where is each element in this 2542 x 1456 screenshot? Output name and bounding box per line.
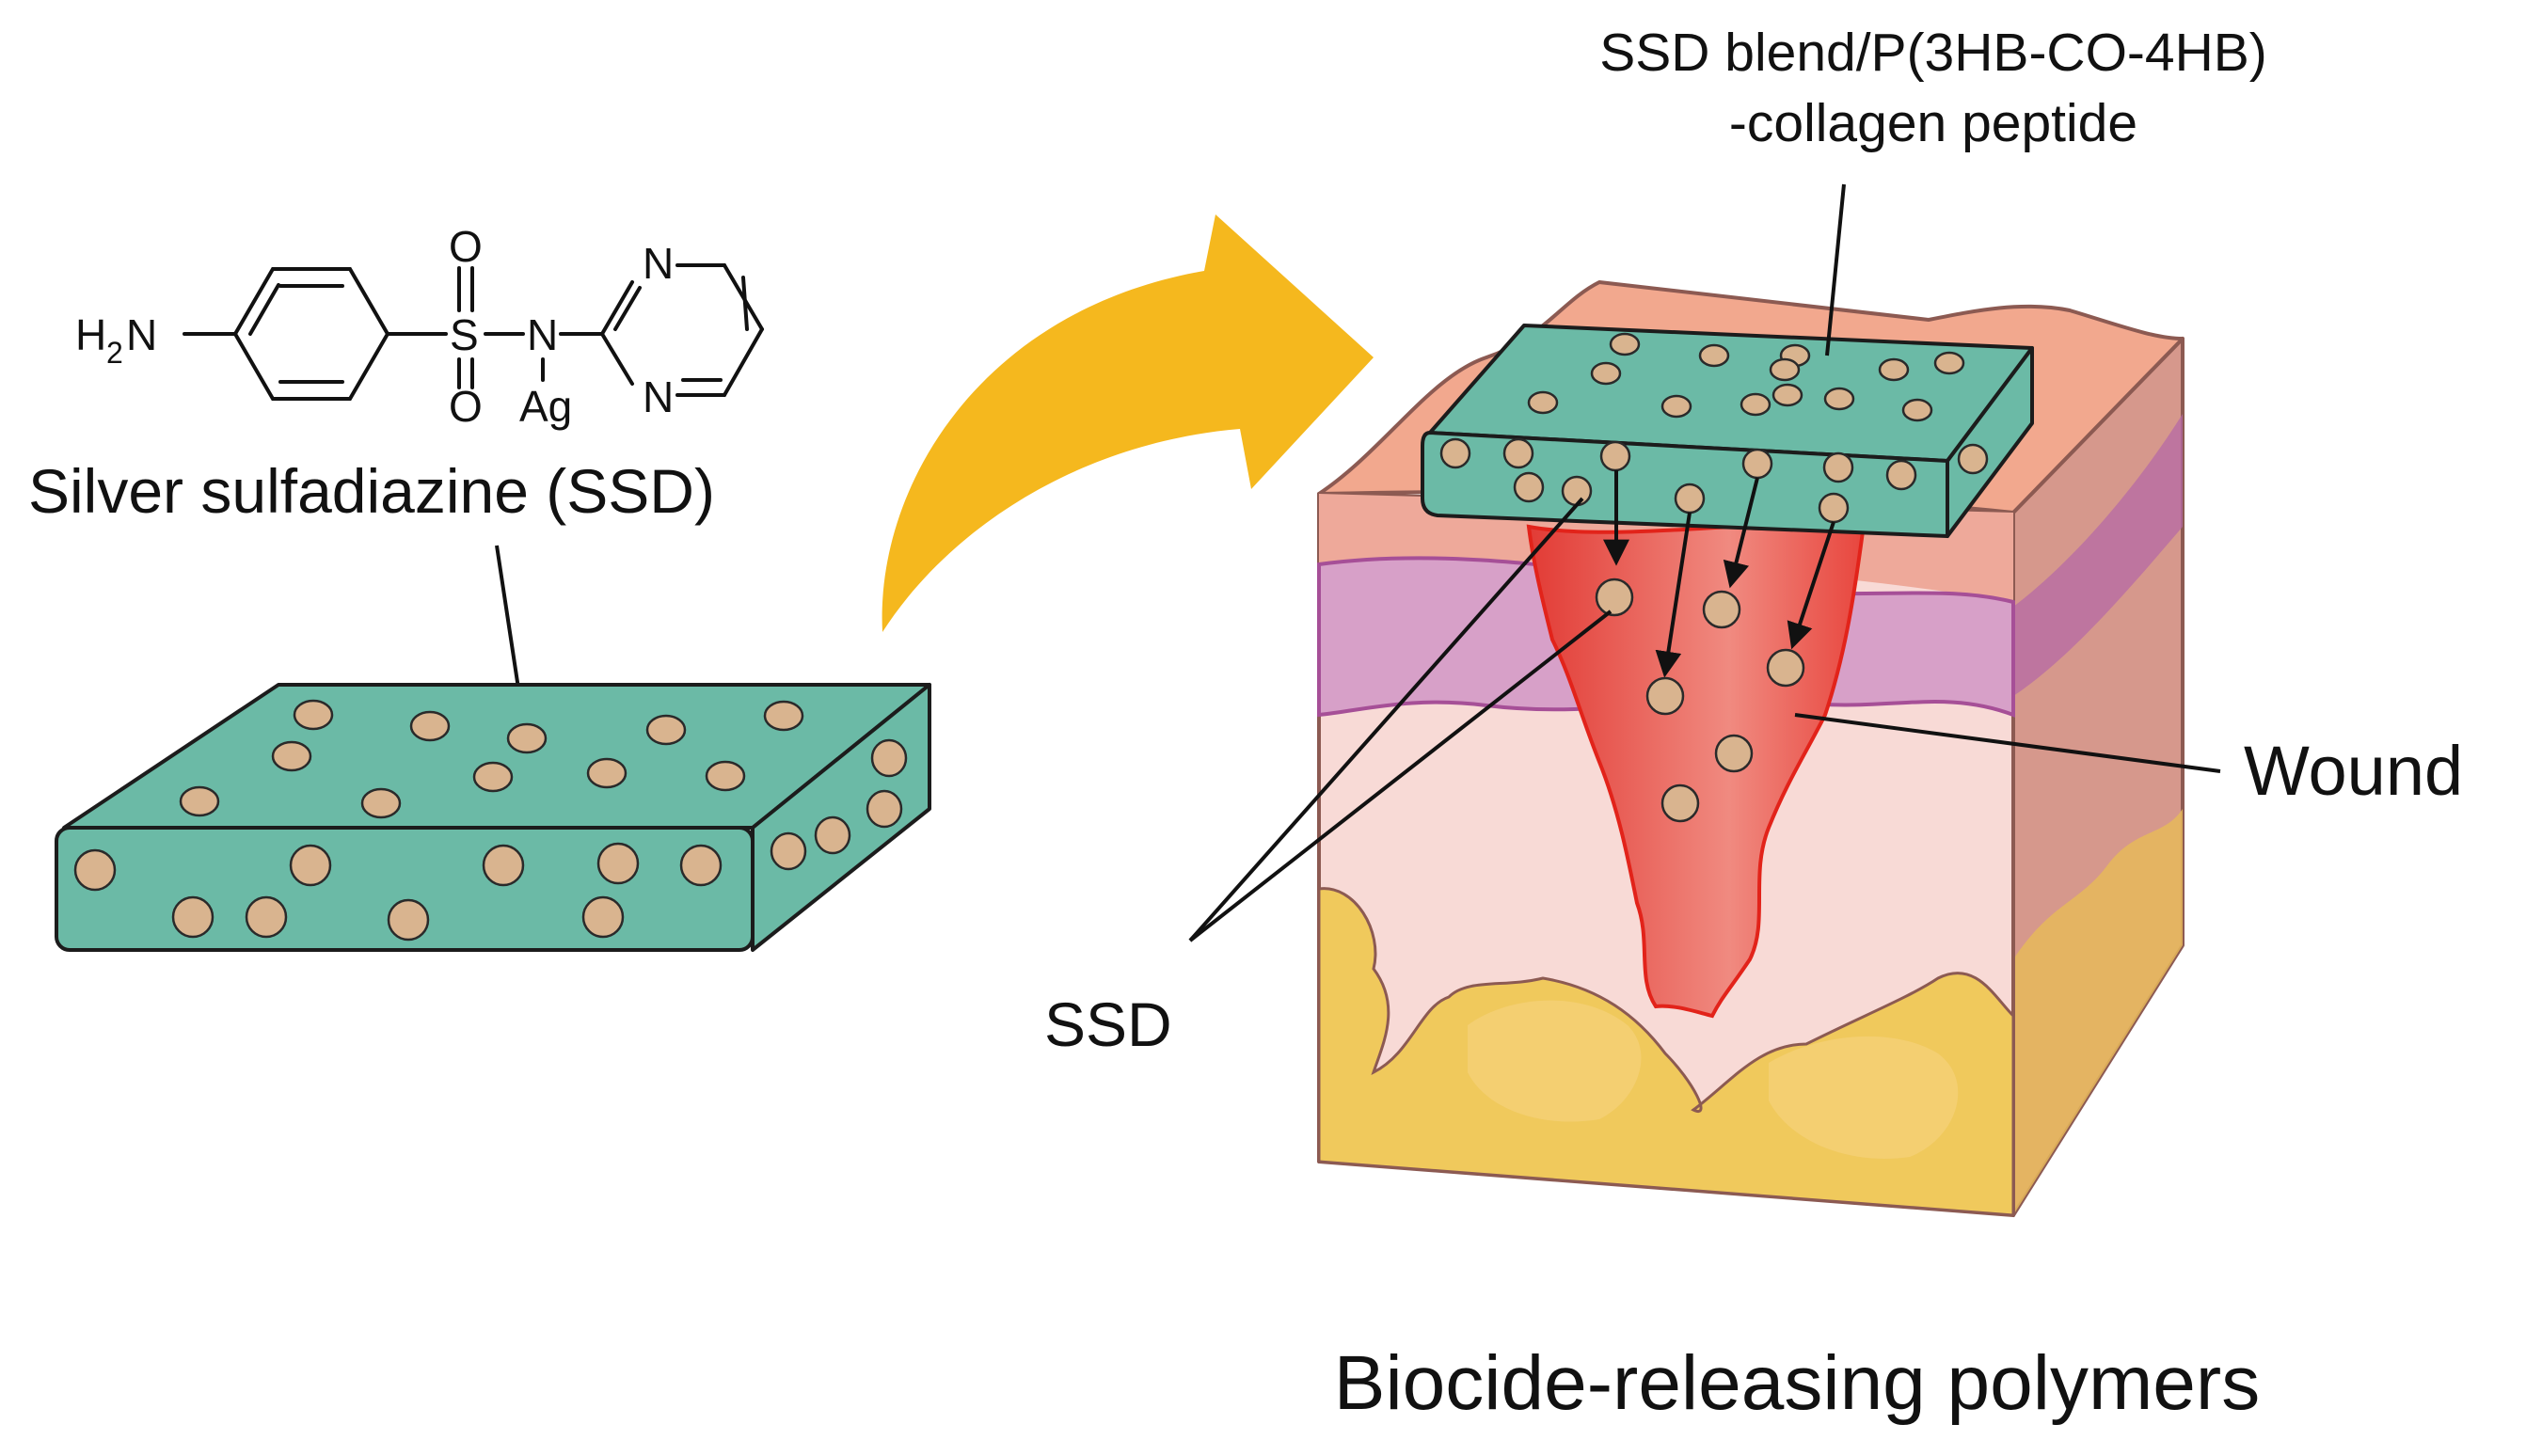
ssd-particle — [1702, 590, 1741, 629]
ssd-particle — [1822, 451, 1854, 483]
ssd-leader-line-1 — [1188, 497, 1584, 942]
ssd-particle — [1674, 483, 1706, 514]
ssd-particle — [1885, 459, 1917, 491]
ssd-particle — [271, 740, 312, 772]
ssd-particle — [870, 738, 908, 778]
ssd-particle — [472, 761, 514, 793]
oxygen-bottom: O — [449, 382, 483, 431]
patch-top-particles — [1527, 332, 1965, 422]
ssd-particle — [245, 895, 288, 939]
ssd-particle — [645, 714, 687, 746]
ssd-particle — [1933, 351, 1965, 375]
ssd-particle — [1957, 443, 1989, 475]
ssd-particle — [1818, 492, 1850, 524]
ssd-particle — [1561, 475, 1593, 507]
ssd-particle — [1660, 394, 1692, 419]
ssd-particle — [1645, 676, 1685, 716]
ssd-particle — [360, 787, 402, 819]
ssd-particle — [1771, 383, 1803, 407]
benzene-ring — [232, 267, 390, 401]
ssd-particle — [1878, 357, 1910, 382]
patch-side-face — [1946, 346, 2034, 538]
patch-leader-line — [1825, 183, 1846, 356]
ssd-particle — [482, 844, 525, 887]
oxygen-top: O — [449, 222, 483, 271]
released-particles — [1595, 578, 1805, 823]
ssd-particle — [770, 831, 807, 871]
ssd-particle — [1609, 332, 1641, 356]
sulfonamide-n: N — [527, 310, 558, 359]
ssd-particle — [289, 844, 332, 887]
release-arrow — [1787, 521, 1835, 650]
wound-label: Wound — [2244, 732, 2463, 810]
ssd-particle — [763, 700, 804, 732]
patch-front-particles — [1439, 437, 1917, 524]
amine-subscript: 2 — [106, 336, 123, 370]
slab-top-particles — [179, 699, 804, 819]
ssd-particle — [581, 895, 625, 939]
release-arrow — [1655, 512, 1692, 678]
silver-atom: Ag — [519, 382, 572, 431]
release-arrows — [1603, 470, 1835, 678]
polymer-patch-right — [1421, 324, 2034, 538]
ssd-particle — [179, 785, 220, 817]
ssd-particle — [596, 842, 640, 885]
sulfur-atom: S — [450, 310, 479, 359]
ssd-particle — [1698, 343, 1730, 368]
polymer-slab-left — [55, 683, 931, 952]
ssd-particle — [1714, 734, 1754, 773]
ssd-leader-line-2 — [1188, 609, 1613, 942]
ssd-particle — [1590, 361, 1622, 386]
wound-leader-line — [1794, 713, 2221, 773]
pyrimidine-n-bottom: N — [643, 372, 674, 421]
ssd-particle — [506, 722, 548, 754]
amine-h: H — [75, 310, 106, 359]
patch-label-line2: -collagen peptide — [1729, 93, 2137, 153]
ssd-particle — [1599, 440, 1631, 472]
ssd-particle — [1769, 357, 1801, 382]
ssd-structure: H 2 N S O O N Ag N N — [75, 222, 764, 431]
ssd-particle — [1439, 437, 1471, 469]
ssd-particle — [705, 760, 746, 792]
ssd-molecule-label: Silver sulfadiazine (SSD) — [28, 456, 715, 526]
pyrimidine-n-top: N — [643, 239, 674, 288]
patch-label-line1: SSD blend/P(3HB-CO-4HB) — [1599, 23, 2267, 83]
ssd-particle — [1502, 437, 1534, 469]
slab-front-particles — [73, 842, 723, 942]
skin-side-fat — [2013, 809, 2183, 1215]
ssd-particle — [1901, 398, 1933, 422]
transfer-arrow — [882, 214, 1374, 632]
ssd-particle — [679, 844, 723, 887]
ssd-particle — [1595, 578, 1634, 617]
ssd-particle — [814, 815, 851, 855]
ssd-particle — [387, 898, 430, 942]
skin-side-purple-band — [2013, 414, 2183, 696]
ssd-particle — [409, 710, 451, 742]
slab-side-particles — [770, 738, 908, 871]
figure-caption: Biocide-releasing polymers — [1334, 1340, 2260, 1426]
ssd-particle — [1823, 387, 1855, 411]
ssd-particle — [1741, 448, 1773, 480]
ssd-particle — [1660, 783, 1700, 823]
ssd-particle — [73, 848, 117, 892]
ssd-particle — [1766, 648, 1805, 688]
amine-n: N — [126, 310, 157, 359]
ssd-particle — [1527, 390, 1559, 415]
ssd-particle — [293, 699, 334, 731]
ssd-particle — [1513, 471, 1545, 503]
ssd-particle — [866, 789, 903, 829]
ssd-particle — [1740, 392, 1771, 417]
fat-lobule — [1468, 1000, 1642, 1122]
fat-lobule — [1769, 1036, 1959, 1159]
ssd-label: SSD — [1044, 989, 1172, 1059]
ssd-particle — [586, 757, 628, 789]
ssd-particle — [171, 895, 214, 939]
release-arrow — [1723, 477, 1759, 589]
